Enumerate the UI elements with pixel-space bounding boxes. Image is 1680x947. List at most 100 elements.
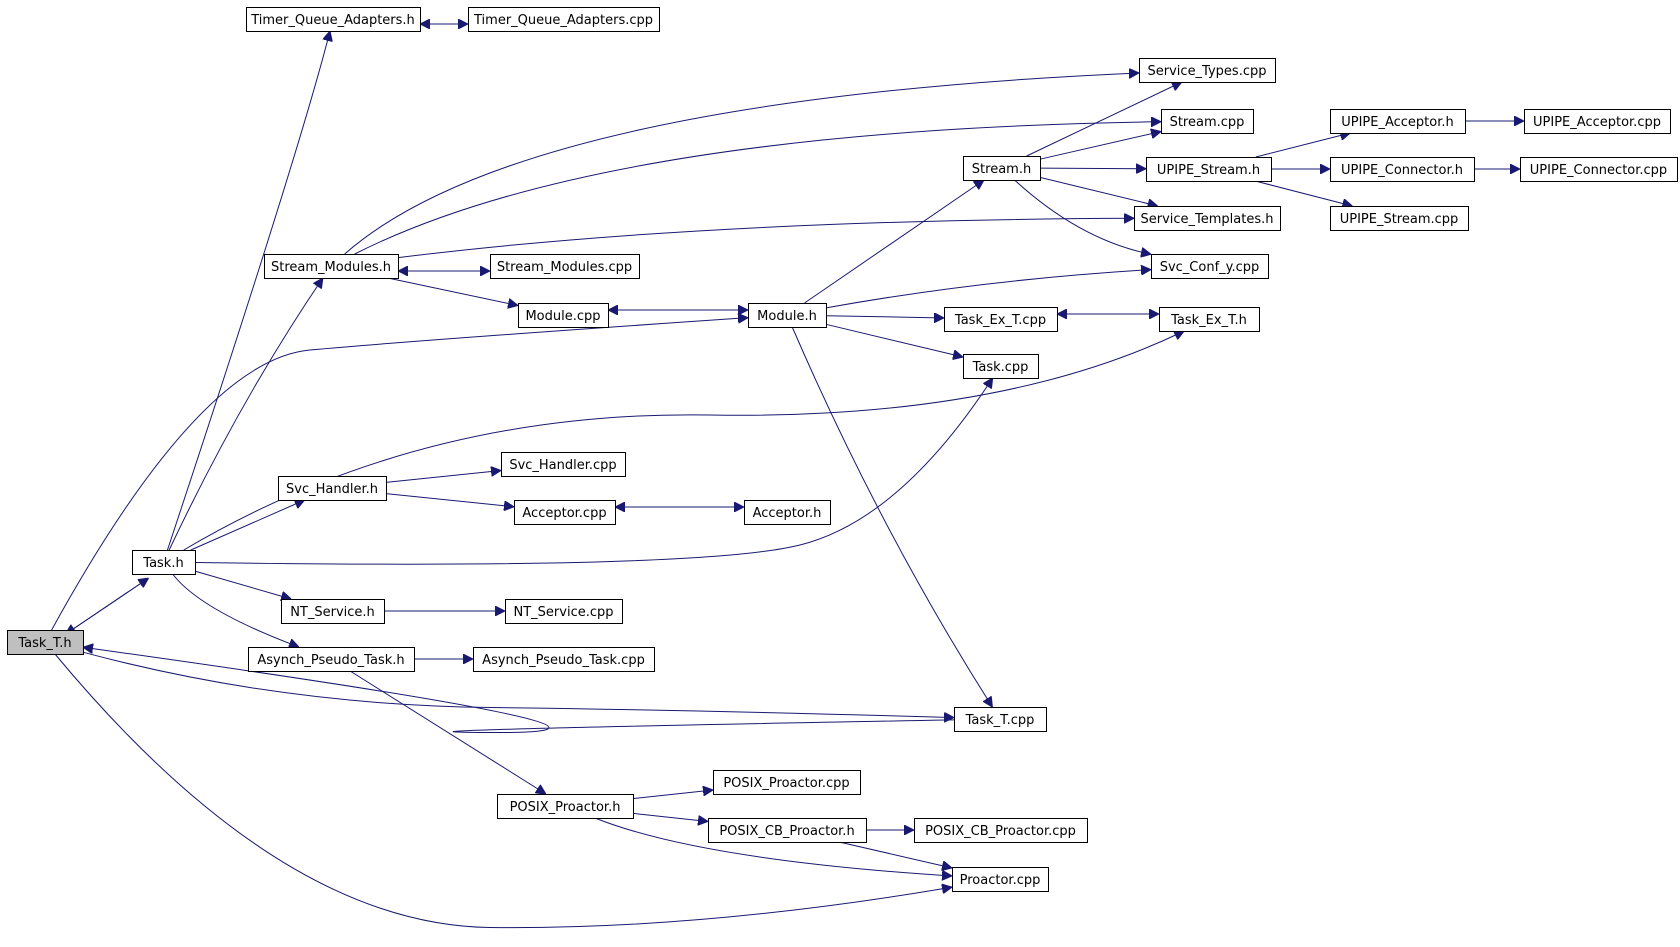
node-label: Svc_Handler.cpp	[509, 458, 616, 473]
node-box	[473, 647, 655, 672]
node-proactor_cpp[interactable]: Proactor.cpp	[952, 867, 1049, 892]
edge-stream_h-to-service_templates_h	[1039, 176, 1158, 206]
node-service_templates_h[interactable]: Service_Templates.h	[1134, 206, 1281, 231]
node-box	[744, 500, 831, 525]
edge-task_h-to-stream_modules_h	[168, 278, 323, 551]
edge-posix_proactor_h-to-posix_proactor_cpp	[632, 790, 713, 800]
node-label: Task.h	[142, 556, 183, 571]
node-svc_handler_cpp[interactable]: Svc_Handler.cpp	[501, 452, 626, 477]
node-label: Asynch_Pseudo_Task.h	[257, 653, 404, 668]
edge-task_h-to-task_cpp	[194, 378, 993, 565]
node-task_ex_t_cpp[interactable]: Task_Ex_T.cpp	[944, 307, 1058, 332]
node-label: Timer_Queue_Adapters.cpp	[473, 13, 653, 28]
node-posix_cb_proactor_cpp[interactable]: POSIX_CB_Proactor.cpp	[914, 818, 1088, 843]
edge-task_h-to-task_t_h	[66, 577, 149, 634]
node-label: POSIX_Proactor.cpp	[723, 776, 849, 791]
node-label: Svc_Conf_y.cpp	[1160, 260, 1260, 275]
node-stream_modules_cpp[interactable]: Stream_Modules.cpp	[490, 254, 640, 279]
node-box	[1330, 157, 1475, 182]
node-posix_cb_proactor_h[interactable]: POSIX_CB_Proactor.h	[708, 818, 867, 843]
edge-task_t_h-to-module_h	[51, 318, 748, 631]
node-box	[132, 550, 196, 575]
node-box	[1520, 157, 1678, 182]
node-box	[1159, 307, 1260, 332]
node-acceptor_h[interactable]: Acceptor.h	[744, 500, 831, 525]
node-box	[278, 476, 387, 501]
node-timer_queue_adapters_cpp[interactable]: Timer_Queue_Adapters.cpp	[468, 7, 660, 32]
node-stream_modules_h[interactable]: Stream_Modules.h	[264, 254, 399, 279]
edge-module_h-to-task_cpp	[825, 323, 963, 357]
edge-posix_cb_proactor_h-to-proactor_cpp	[839, 841, 952, 868]
node-label: Proactor.cpp	[960, 873, 1041, 888]
node-box	[246, 7, 421, 32]
edge-asynch_pseudo_task_h-to-posix_proactor_h	[349, 670, 546, 794]
node-nt_service_cpp[interactable]: NT_Service.cpp	[505, 599, 623, 624]
node-box	[281, 599, 385, 624]
node-label: Timer_Queue_Adapters.h	[250, 13, 415, 28]
node-box	[914, 818, 1088, 843]
node-task_cpp[interactable]: Task.cpp	[963, 354, 1039, 379]
node-label: NT_Service.h	[290, 605, 375, 620]
node-label: UPIPE_Connector.cpp	[1530, 163, 1667, 178]
node-timer_queue_adapters_h[interactable]: Timer_Queue_Adapters.h	[246, 7, 421, 32]
edge-stream_modules_h-to-module_cpp	[387, 277, 518, 305]
node-box	[1524, 109, 1671, 134]
edge-stream_h-to-svc_conf_y_cpp	[1014, 179, 1151, 254]
node-box	[963, 354, 1039, 379]
node-upipe_stream_cpp[interactable]: UPIPE_Stream.cpp	[1330, 206, 1469, 231]
node-box	[1134, 206, 1281, 231]
node-upipe_acceptor_cpp[interactable]: UPIPE_Acceptor.cpp	[1524, 109, 1671, 134]
edge-stream_h-to-service_types_cpp	[1026, 82, 1182, 157]
node-label: Stream.h	[972, 162, 1031, 177]
node-label: Acceptor.h	[753, 506, 822, 521]
node-label: UPIPE_Stream.cpp	[1340, 212, 1459, 227]
node-box	[505, 599, 623, 624]
node-service_types_cpp[interactable]: Service_Types.cpp	[1139, 58, 1276, 83]
edge-task_t_h-to-task_t_cpp	[82, 651, 954, 717]
edge-upipe_stream_h-to-upipe_stream_cpp	[1255, 180, 1352, 206]
edge-task_h-to-timer_queue_adapters_h	[167, 31, 330, 551]
node-task_t_h[interactable]: Task_T.h	[7, 630, 84, 655]
node-posix_proactor_cpp[interactable]: POSIX_Proactor.cpp	[713, 770, 861, 795]
node-stream_h[interactable]: Stream.h	[963, 156, 1041, 181]
node-asynch_pseudo_task_h[interactable]: Asynch_Pseudo_Task.h	[248, 647, 415, 672]
node-task_ex_t_h[interactable]: Task_Ex_T.h	[1159, 307, 1260, 332]
node-box	[713, 770, 861, 795]
node-box	[264, 254, 399, 279]
node-box	[514, 500, 616, 525]
node-label: Stream_Modules.h	[271, 260, 391, 275]
node-box	[1161, 109, 1254, 134]
edge-posix_proactor_h-to-proactor_cpp	[594, 817, 952, 876]
node-svc_conf_y_cpp[interactable]: Svc_Conf_y.cpp	[1151, 254, 1269, 279]
edge-svc_handler_h-to-acceptor_cpp	[385, 493, 514, 507]
node-acceptor_cpp[interactable]: Acceptor.cpp	[514, 500, 616, 525]
edge-task_t_h-to-proactor_cpp	[54, 653, 952, 929]
node-label: Asynch_Pseudo_Task.cpp	[482, 653, 645, 668]
node-task_h[interactable]: Task.h	[132, 550, 196, 575]
node-asynch_pseudo_task_cpp[interactable]: Asynch_Pseudo_Task.cpp	[473, 647, 655, 672]
edge-module_h-to-stream_h	[804, 180, 984, 304]
node-label: UPIPE_Connector.h	[1341, 163, 1463, 178]
node-upipe_acceptor_h[interactable]: UPIPE_Acceptor.h	[1330, 109, 1466, 134]
node-nt_service_h[interactable]: NT_Service.h	[281, 599, 385, 624]
node-module_h[interactable]: Module.h	[748, 303, 827, 328]
node-label: Service_Types.cpp	[1148, 64, 1267, 79]
edge-svc_handler_h-to-svc_handler_cpp	[385, 470, 501, 483]
node-label: Task_T.h	[17, 636, 71, 651]
node-posix_proactor_h[interactable]: POSIX_Proactor.h	[497, 794, 634, 819]
node-task_t_cpp[interactable]: Task_T.cpp	[954, 707, 1047, 732]
node-svc_handler_h[interactable]: Svc_Handler.h	[278, 476, 387, 501]
node-upipe_connector_h[interactable]: UPIPE_Connector.h	[1330, 157, 1475, 182]
node-label: POSIX_Proactor.h	[510, 800, 621, 815]
node-stream_cpp[interactable]: Stream.cpp	[1161, 109, 1254, 134]
edge-posix_proactor_h-to-posix_cb_proactor_h	[632, 812, 708, 821]
node-upipe_stream_h[interactable]: UPIPE_Stream.h	[1146, 157, 1272, 182]
node-box	[1139, 58, 1276, 83]
node-label: Svc_Handler.h	[286, 482, 378, 497]
edge-stream_h-to-upipe_stream_h	[1039, 168, 1146, 169]
node-upipe_connector_cpp[interactable]: UPIPE_Connector.cpp	[1520, 157, 1678, 182]
edge-module_h-to-svc_conf_y_cpp	[825, 270, 1151, 309]
node-module_cpp[interactable]: Module.cpp	[518, 303, 609, 328]
edge-stream_modules_h-to-service_types_cpp	[344, 73, 1139, 255]
